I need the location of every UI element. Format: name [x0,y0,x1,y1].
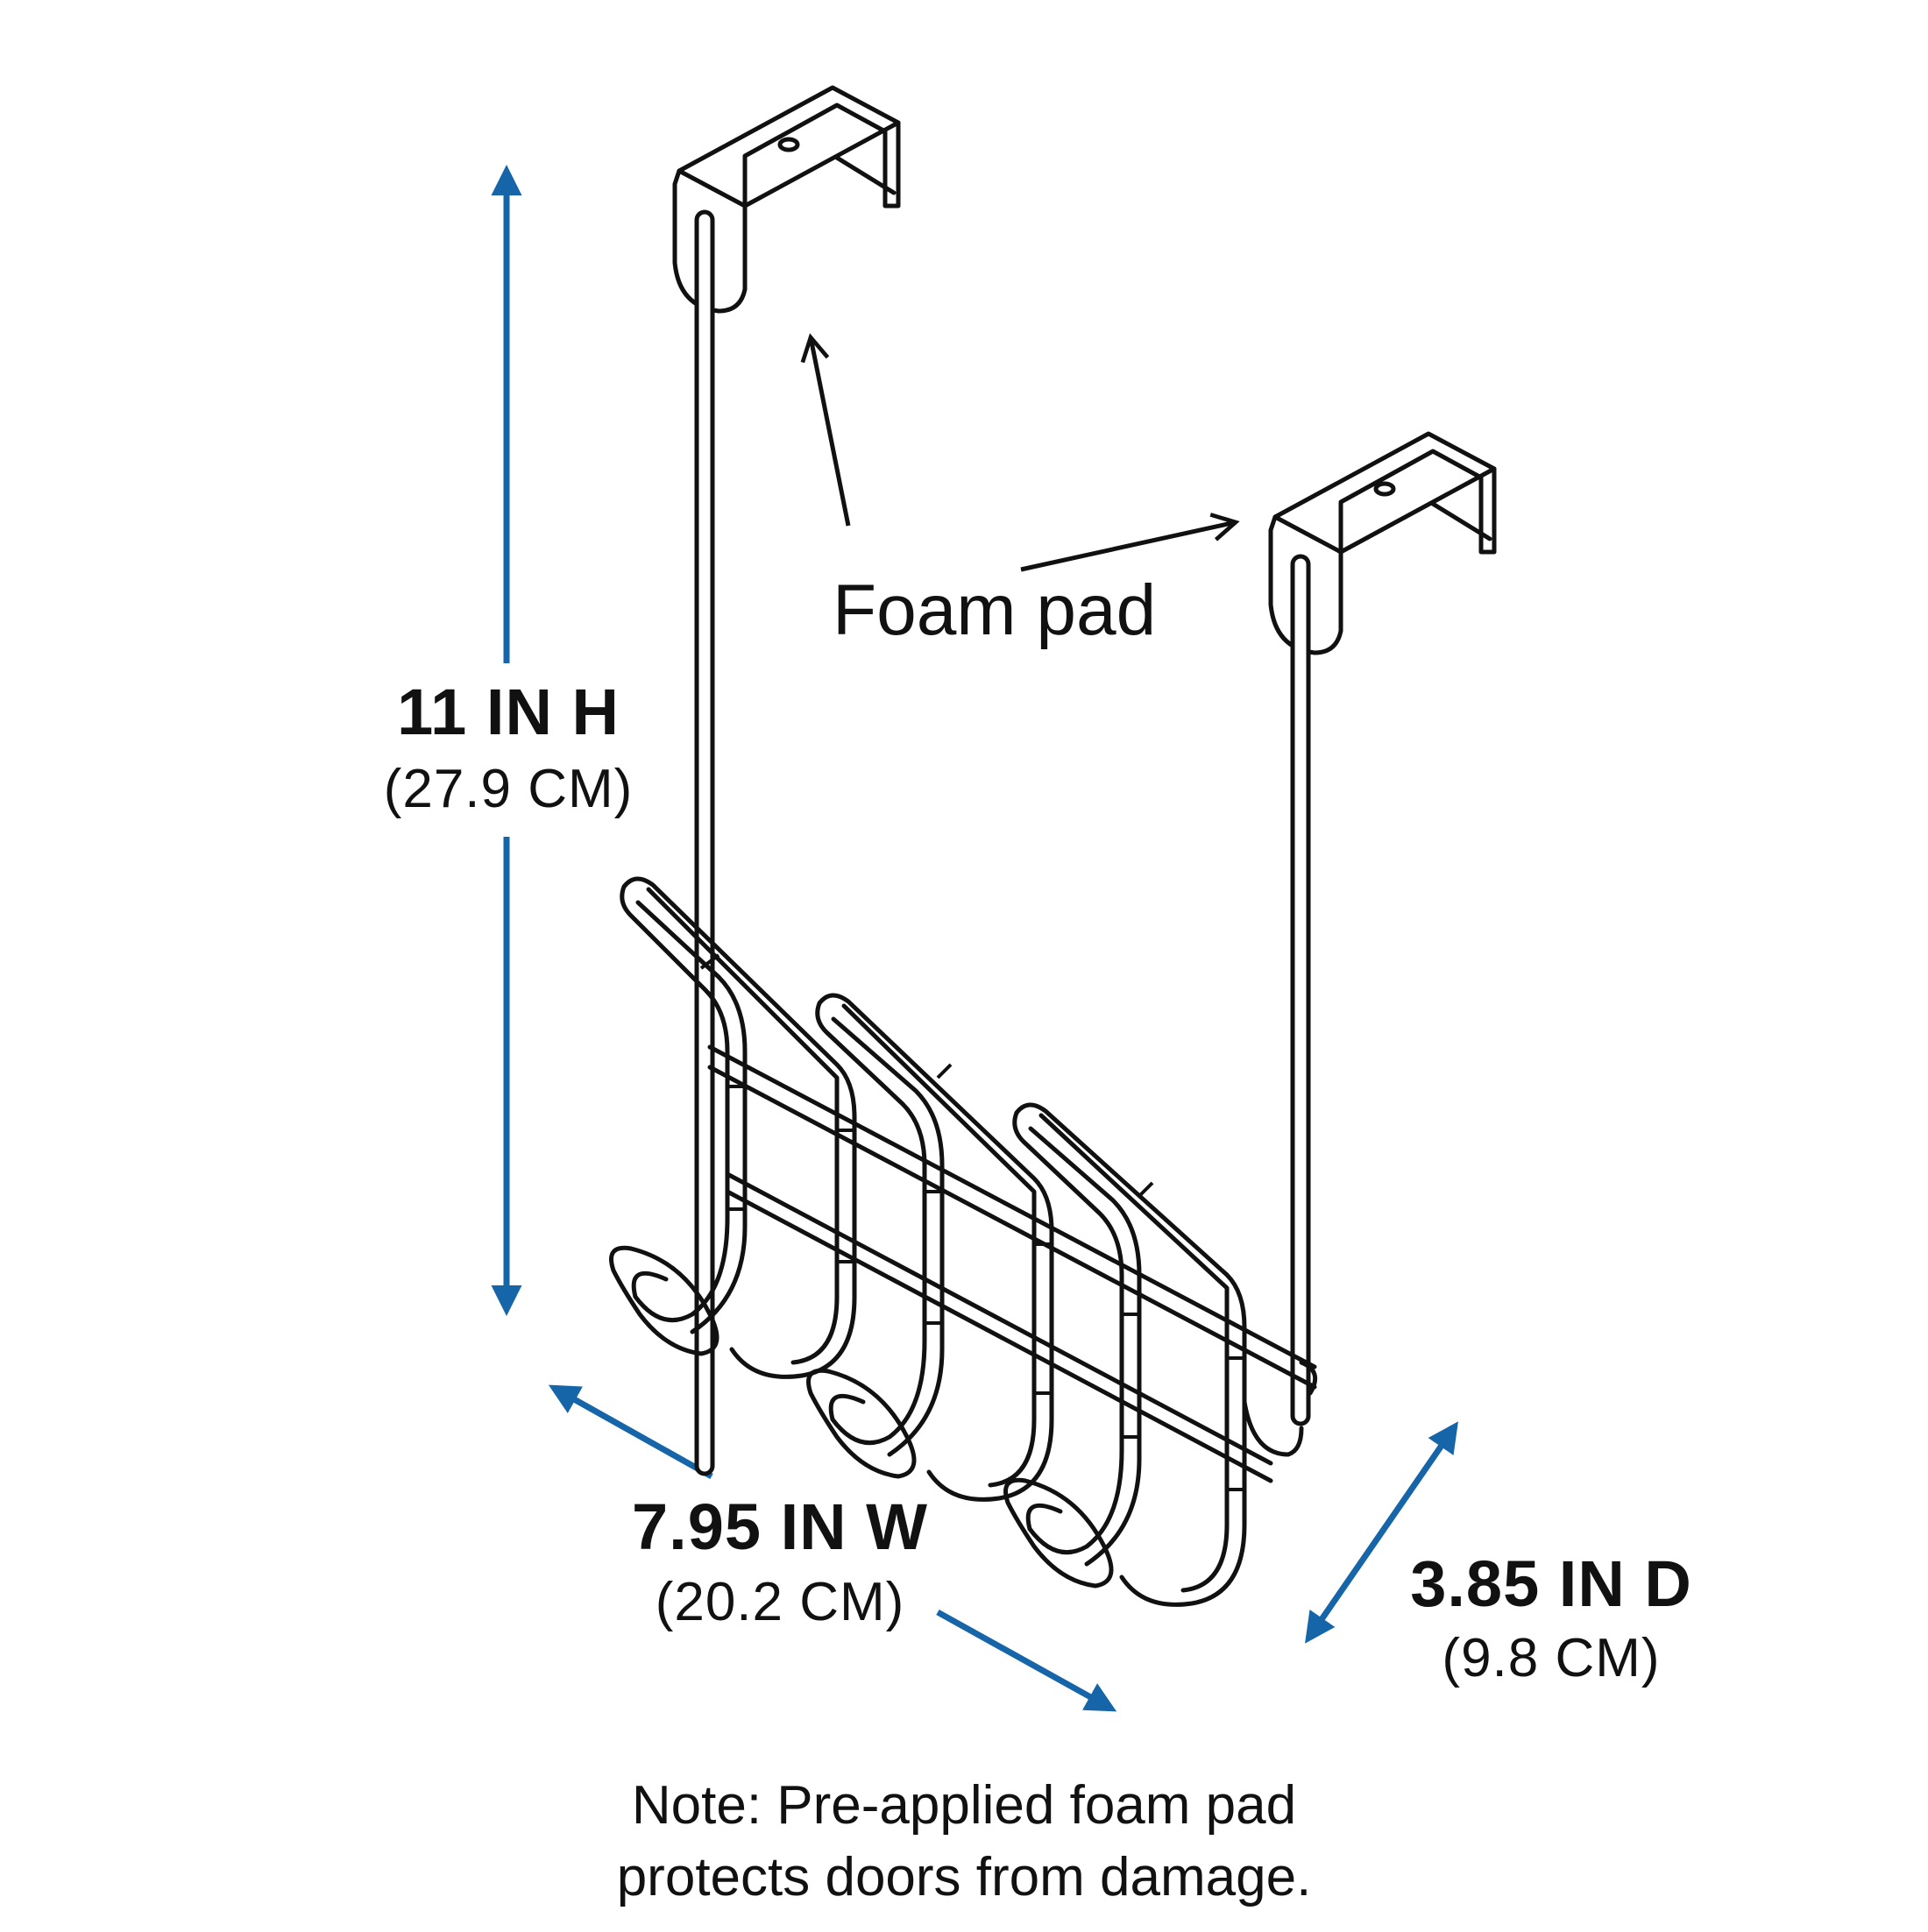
foam-arrow-left-bracket [800,333,851,527]
right-bracket-screw-hole [1373,481,1396,497]
width-label: 7.95 IN W [632,1490,928,1563]
foam-arrow-right-bracket [1020,513,1240,572]
note-line-2: protects doors from damage. [616,1847,1312,1907]
right-vertical-rod [1290,554,1311,1426]
left-bracket-screw-hole [777,137,800,152]
foam-pad-label: Foam pad [833,570,1157,650]
hook-3 [1003,1102,1304,1607]
left-vertical-rod [694,209,715,1476]
width-arrow-left [548,1384,713,1480]
height-label: 11 IN H [397,676,620,748]
width-dimension-arrow [548,1384,1117,1712]
depth-dimension-arrow [1305,1421,1458,1644]
hook-1 [609,876,857,1379]
horizontal-rails [707,1044,1318,1483]
note-text: Note: Pre-applied foam pad protects door… [570,1770,1358,1914]
note-line-1: Note: Pre-applied foam pad [631,1775,1297,1836]
depth-arrow [1305,1421,1458,1644]
left-door-bracket [672,85,901,1476]
width-metric-label: (20.2 CM) [655,1572,905,1632]
right-door-bracket [1268,431,1497,1426]
hook-2 [806,993,1054,1502]
coating-segment-marks [699,953,1244,1491]
depth-label: 3.85 IN D [1410,1547,1692,1620]
foam-pad-callout-arrows [800,333,1240,572]
width-arrow-right [936,1609,1117,1712]
depth-metric-label: (9.8 CM) [1442,1628,1661,1688]
height-metric-label: (27.9 CM) [383,759,634,819]
